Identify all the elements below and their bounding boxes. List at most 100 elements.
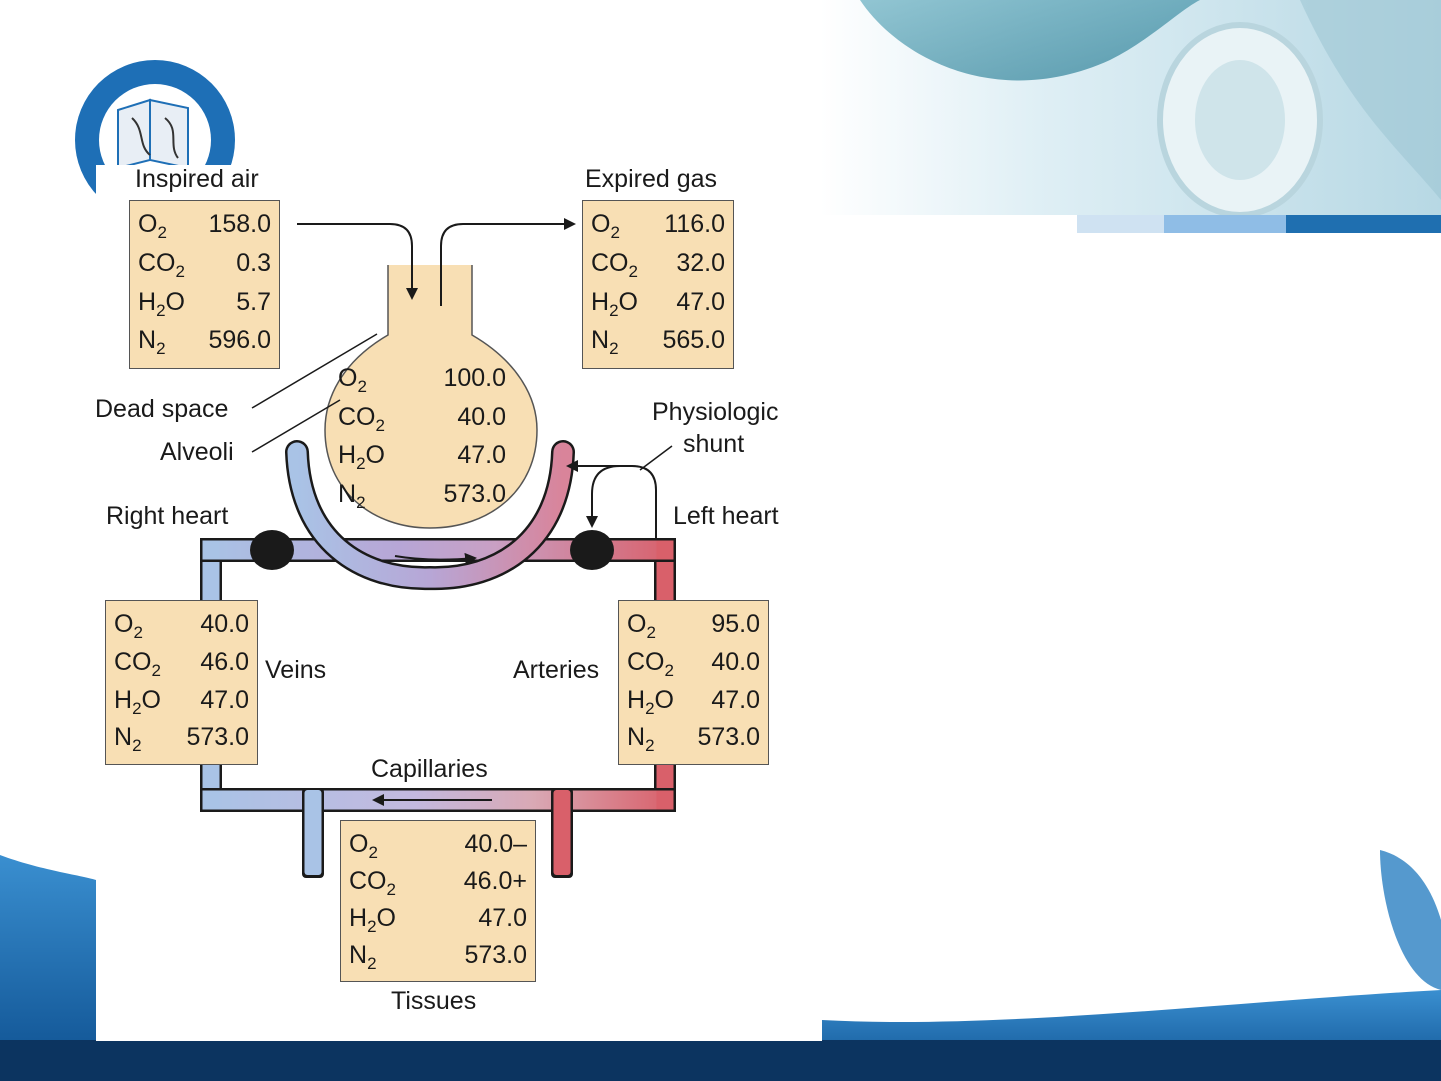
- left-heart-valve: [570, 530, 614, 570]
- gas-symbol-n2: N2: [349, 941, 377, 973]
- gas-symbol-n2: N2: [591, 326, 619, 359]
- gas-row-o2: O2 116.0: [583, 206, 733, 244]
- header-stripe-light: [1077, 215, 1164, 233]
- gas-symbol-o2: O2: [114, 610, 143, 642]
- gas-row-h2o: H2O 47.0: [338, 437, 506, 476]
- gas-row-o2: O2 100.0: [338, 360, 506, 399]
- gas-row-co2: CO2 0.3: [130, 245, 279, 283]
- gas-row-o2: O2 158.0: [130, 206, 279, 244]
- gas-symbol-h2o: H2O: [591, 287, 638, 320]
- gas-value-h2o: 5.7: [236, 287, 271, 316]
- gas-row-co2: CO2 46.0: [106, 644, 257, 682]
- inspired-air-label: Inspired air: [135, 165, 259, 193]
- gas-value-co2: 46.0+: [463, 867, 527, 895]
- gas-row-n2: N2 565.0: [583, 322, 733, 360]
- left-heart-label: Left heart: [673, 502, 779, 530]
- dead-space-label: Dead space: [95, 395, 229, 423]
- shunt-label-line2: shunt: [683, 430, 745, 458]
- bottom-band: [0, 1040, 1441, 1081]
- gas-symbol-h2o: H2O: [627, 685, 674, 718]
- header-stripe-dark: [1286, 215, 1441, 233]
- alveoli-label: Alveoli: [160, 438, 234, 466]
- gas-symbol-o2: O2: [338, 364, 367, 396]
- gas-value-h2o: 47.0: [676, 287, 725, 316]
- inspiration-arrow: [297, 223, 418, 300]
- gas-symbol-co2: CO2: [114, 647, 161, 680]
- gas-row-n2: N2 596.0: [130, 322, 279, 360]
- gas-row-co2: CO2 32.0: [583, 245, 733, 283]
- gas-value-n2: 573.0: [697, 723, 760, 752]
- gas-symbol-h2o: H2O: [349, 904, 396, 936]
- gas-value-co2: 40.0: [457, 402, 506, 431]
- gas-symbol-n2: N2: [338, 479, 366, 512]
- gas-symbol-co2: CO2: [627, 647, 674, 680]
- gas-symbol-o2: O2: [138, 210, 167, 242]
- gas-symbol-n2: N2: [138, 326, 166, 359]
- gas-symbol-n2: N2: [627, 723, 655, 756]
- tissues-label: Tissues: [391, 987, 477, 1015]
- gas-row-co2: CO2 40.0: [619, 644, 768, 682]
- capillaries-label: Capillaries: [371, 755, 488, 783]
- gas-symbol-co2: CO2: [591, 248, 638, 281]
- gas-value-n2: 565.0: [662, 326, 725, 355]
- alveolus: [324, 265, 538, 529]
- gas-value-o2: 100.0: [443, 364, 506, 392]
- gas-value-h2o: 47.0: [457, 441, 506, 469]
- gas-symbol-o2: O2: [627, 610, 656, 642]
- expired-gas-label: Expired gas: [585, 165, 718, 193]
- gas-symbol-h2o: H2O: [338, 441, 385, 473]
- gas-row-o2: O2 40.0: [106, 606, 257, 644]
- shunt-label-line1: Physiologic: [652, 398, 779, 426]
- right-heart-label: Right heart: [106, 502, 229, 530]
- gas-symbol-co2: CO2: [349, 867, 396, 899]
- gas-row-n2: N2 573.0: [338, 476, 506, 515]
- gas-symbol-o2: O2: [349, 830, 378, 862]
- gas-value-o2: 40.0: [200, 610, 249, 638]
- gas-value-o2: 116.0: [664, 210, 725, 238]
- expiration-arrow: [440, 218, 576, 306]
- veins-label: Veins: [265, 656, 327, 684]
- gas-value-co2: 32.0: [676, 248, 725, 277]
- gas-row-co2: CO2 46.0+: [341, 863, 535, 901]
- gas-row-h2o: H2O 47.0: [341, 900, 535, 938]
- header-stripe-mid: [1164, 215, 1286, 233]
- bottom-wave-left: [0, 855, 96, 1081]
- gas-row-n2: N2 573.0: [619, 719, 768, 757]
- dead-space-leader: [251, 333, 378, 409]
- gas-value-n2: 596.0: [208, 326, 271, 355]
- right-heart-valve: [250, 530, 294, 570]
- gas-value-o2: 158.0: [208, 210, 271, 238]
- gas-value-n2: 573.0: [464, 941, 527, 969]
- gas-value-n2: 573.0: [443, 479, 506, 508]
- gas-value-co2: 40.0: [711, 647, 760, 676]
- alveoli-leader: [251, 399, 341, 453]
- gas-symbol-o2: O2: [591, 210, 620, 242]
- gas-value-n2: 573.0: [186, 723, 249, 752]
- gas-value-co2: 0.3: [236, 248, 271, 277]
- arteries-label: Arteries: [513, 656, 600, 684]
- shunt-return-arrow: [566, 460, 657, 538]
- gas-value-o2: 95.0: [711, 610, 760, 638]
- gas-row-o2: O2 95.0: [619, 606, 768, 644]
- shunt-branch-arrow: [586, 465, 621, 528]
- gas-value-h2o: 47.0: [478, 904, 527, 932]
- gas-symbol-co2: CO2: [138, 248, 185, 281]
- gas-symbol-n2: N2: [114, 723, 142, 756]
- stethoscope-tube-icon: [860, 0, 1200, 81]
- gas-value-co2: 46.0: [200, 647, 249, 676]
- gas-row-n2: N2 573.0: [106, 719, 257, 757]
- shunt-leader: [639, 445, 673, 471]
